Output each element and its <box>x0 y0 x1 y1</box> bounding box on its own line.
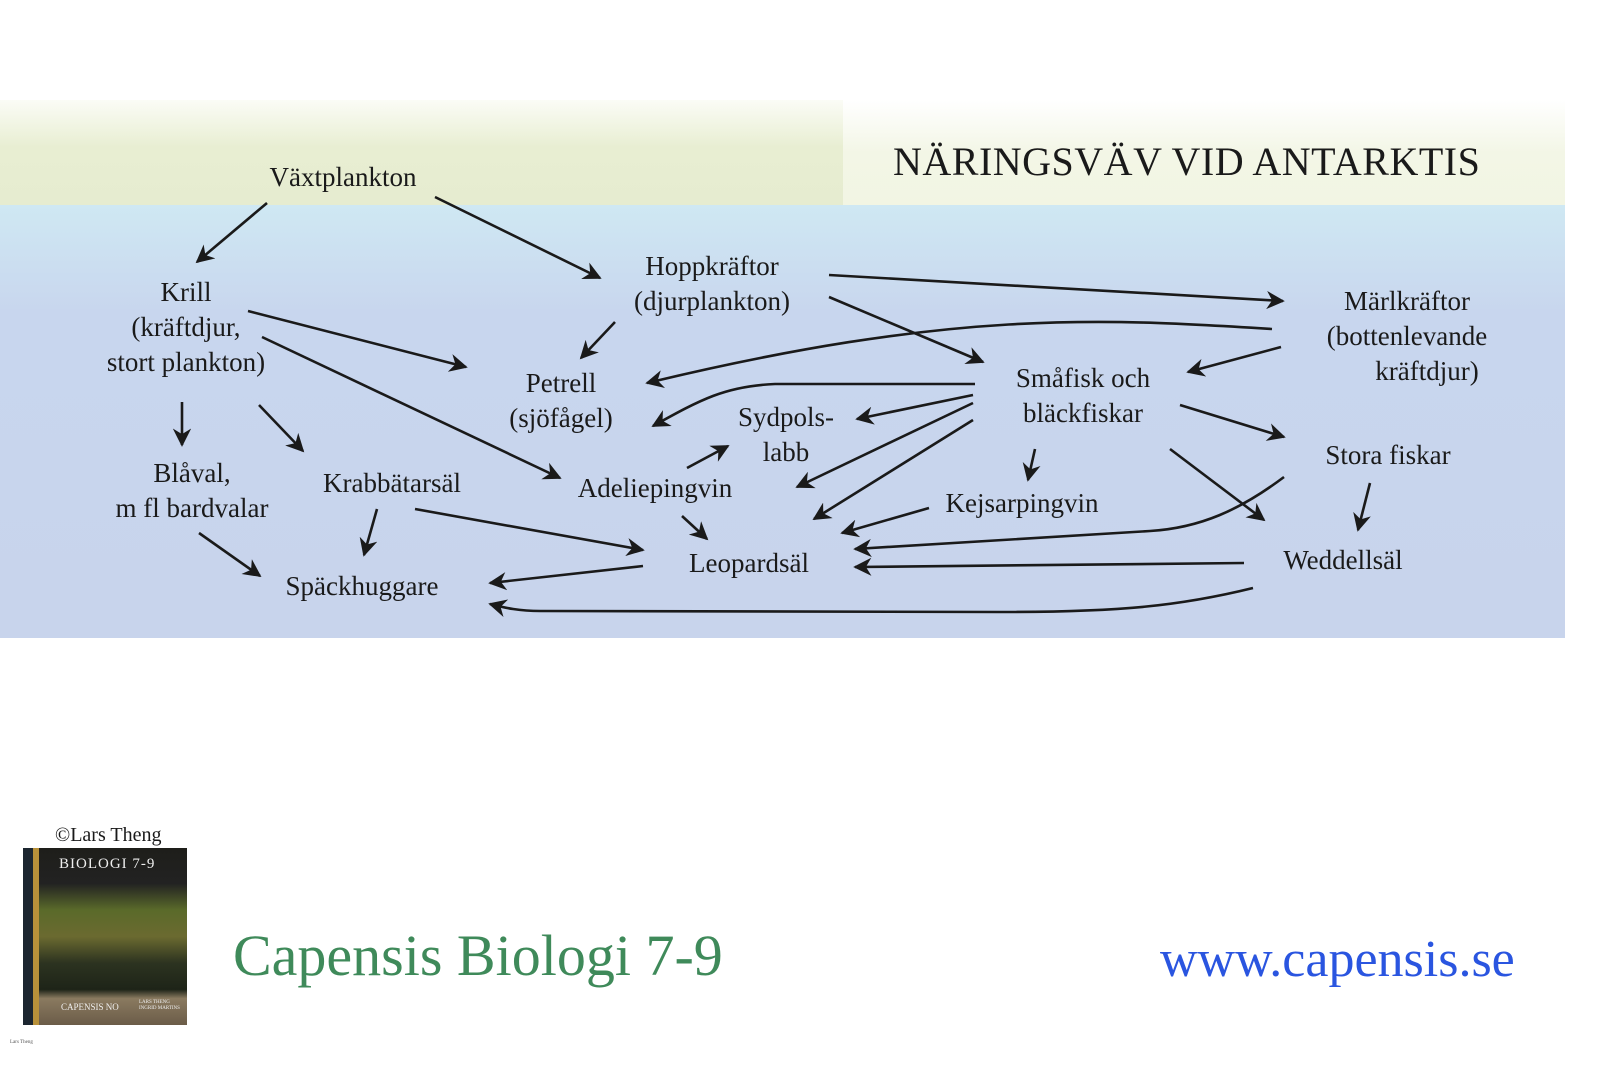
node-smafisk: Småfisk och bläckfiskar <box>1016 361 1150 431</box>
arrow-stora-fiskar-leopardsal <box>853 475 1285 558</box>
node-krill-line: stort plankton) <box>106 347 266 377</box>
node-vaxtplankton: Växtplankton <box>269 162 417 192</box>
book-title: BIOLOGI 7-9 <box>59 856 156 872</box>
node-marlkraftor-line: Märlkräftor <box>1344 286 1470 316</box>
arrow-stora-fiskar-weddellsal <box>1353 482 1372 532</box>
brand-name: Capensis Biologi 7-9 <box>233 923 723 988</box>
node-hoppkraftor-line: (djurplankton) <box>634 286 790 316</box>
arrow-leopardsal-spackhuggare <box>488 564 644 591</box>
node-leopardsal: Leopardsäl <box>689 548 809 578</box>
arrow-marlkraftor-smafisk <box>1186 345 1282 377</box>
node-blaval-line: Blåval, <box>153 458 231 488</box>
arrow-smafisk-kejsarpingvin <box>1022 448 1041 482</box>
arrow-kejsarpingvin-leopardsal <box>840 506 930 538</box>
node-spackhuggare: Späckhuggare <box>285 571 439 601</box>
book-spine <box>23 848 33 1025</box>
node-marlkraftor-line: kräftdjur) <box>1375 356 1479 386</box>
arrow-weddellsal-leopardsal <box>853 557 1245 576</box>
arrow-hoppkraftor-marlkraftor <box>828 273 1285 310</box>
node-hoppkraftor: Hoppkräftor (djurplankton) <box>634 249 790 319</box>
website-link[interactable]: www.capensis.se <box>1160 931 1515 988</box>
arrow-krill-adeliepingvin <box>261 335 562 480</box>
node-petrell-line: Petrell <box>525 368 597 398</box>
node-hoppkraftor-line: Hoppkräftor <box>645 251 779 281</box>
node-smafisk-line: Småfisk och <box>1015 363 1151 393</box>
book-brand: CAPENSIS NO <box>61 1002 119 1012</box>
arrow-smafisk-adeliepingvin <box>795 401 974 489</box>
node-sydpolslabb-line: labb <box>762 437 810 467</box>
book-author: LARS THENG <box>139 1000 170 1005</box>
arrow-vaxtplankton-krill <box>195 202 268 264</box>
arrow-krill-krabbatarsal <box>258 404 305 453</box>
arrow-marlkraftor-petrell <box>645 320 1273 389</box>
node-blaval: Blåval, m fl bardvalar <box>116 456 269 526</box>
arrow-adeliepingvin-sydpolslabb <box>686 444 730 470</box>
node-sydpolslabb: Sydpols- labb <box>738 400 834 470</box>
node-krill-line: Krill <box>160 277 212 307</box>
arrow-hoppkraftor-petrell <box>579 321 616 360</box>
node-marlkraftor-line: (bottenlevande <box>1326 321 1488 351</box>
node-sydpolslabb-line: Sydpols- <box>737 402 835 432</box>
arrow-smafisk-sydpolslabb <box>855 393 974 425</box>
surface-band <box>0 100 843 205</box>
node-kejsarpingvin: Kejsarpingvin <box>945 488 1099 518</box>
arrow-vaxtplankton-hoppkraftor <box>434 195 602 280</box>
arrow-smafisk-weddellsal <box>1169 447 1266 522</box>
node-smafisk-line: bläckfiskar <box>1023 398 1143 428</box>
arrow-smafisk-leopardsal <box>812 418 974 521</box>
node-stora-fiskar: Stora fiskar <box>1325 440 1451 470</box>
copyright: ©Lars Theng <box>55 824 162 846</box>
arrow-krabbatarsal-spackhuggare <box>359 508 379 557</box>
book-cover: BIOLOGI 7-9 CAPENSIS NO LARS THENG INGRI… <box>23 848 187 1025</box>
title-band <box>843 100 1565 205</box>
book-authors: LARS THENG INGRID MARTINS <box>139 1000 180 1012</box>
arrow-krill-petrell <box>247 309 468 372</box>
tiny-credit: Lars Theng <box>10 1040 33 1045</box>
node-krabbatarsal: Krabbätarsäl <box>323 468 461 498</box>
node-petrell-line: (sjöfågel) <box>509 403 613 433</box>
node-weddellsal: Weddellsäl <box>1283 545 1403 575</box>
arrow-smafisk-petrell <box>651 382 975 428</box>
arrow-hoppkraftor-smafisk <box>828 295 985 365</box>
node-adeliepingvin: Adeliepingvin <box>577 473 733 503</box>
arrow-blaval-spackhuggare <box>198 531 262 578</box>
arrow-krabbatarsal-leopardsal <box>414 507 645 557</box>
node-blaval-line: m fl bardvalar <box>115 493 269 523</box>
node-petrell: Petrell (sjöfågel) <box>509 366 612 436</box>
book-spine-stripe <box>33 848 39 1025</box>
arrow-weddellsal-spackhuggare <box>488 586 1254 618</box>
page-title: NÄRINGSVÄV VID ANTARKTIS <box>893 139 1481 184</box>
arrow-adeliepingvin-leopardsal <box>681 515 709 541</box>
node-krill-line: (kräftdjur, <box>131 312 241 342</box>
arrow-smafisk-stora-fiskar <box>1179 403 1286 441</box>
node-marlkraftor: Märlkräftor (bottenlevande kräftdjur) <box>1327 284 1487 389</box>
book-author: INGRID MARTINS <box>139 1006 180 1011</box>
node-krill: Krill (kräftdjur, stort plankton) <box>107 275 265 380</box>
